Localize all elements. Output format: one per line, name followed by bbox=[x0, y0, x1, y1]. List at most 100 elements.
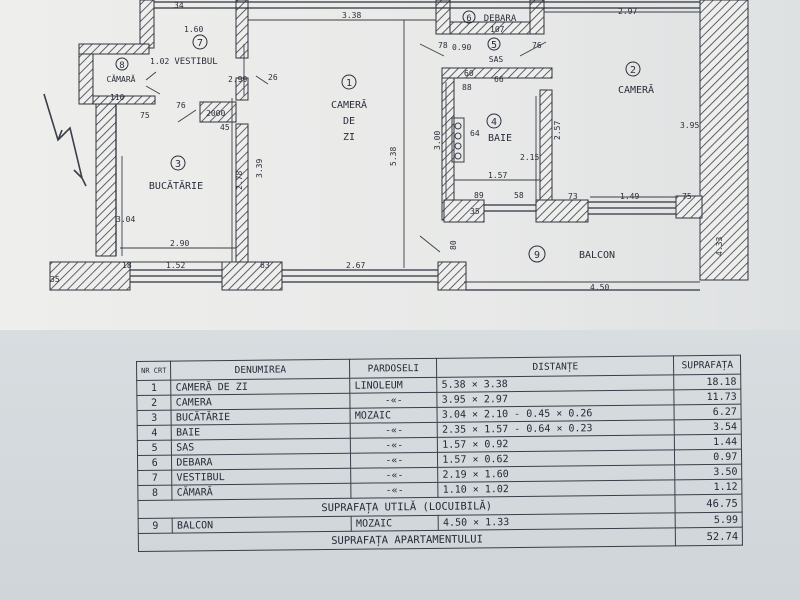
row-floor: -«- bbox=[350, 452, 438, 469]
room-3-name: BUCĂTĂRIE bbox=[149, 179, 203, 192]
wall-balcony-left bbox=[437, 261, 467, 291]
dim-sas-88: 88 bbox=[462, 83, 472, 92]
room-1-number: 1 bbox=[346, 78, 352, 89]
dim-vest-45: 45 bbox=[220, 123, 230, 132]
wall-debara-bottom bbox=[449, 21, 531, 35]
room-4-name: BAIE bbox=[488, 133, 512, 144]
dim-cz-width: 3.38 bbox=[342, 11, 361, 20]
dim-buc-339: 3.39 bbox=[255, 159, 264, 178]
row-nr: 6 bbox=[137, 455, 172, 471]
dim-cz-538: 5.38 bbox=[389, 147, 398, 166]
dimension-labels: 1.60 34 3.38 2.97 2.99 26 76 45 2000 110… bbox=[50, 1, 724, 292]
row-area: 18.18 bbox=[673, 374, 742, 390]
row-area: 5.99 bbox=[675, 512, 743, 528]
dim-cam2-395: 3.95 bbox=[680, 121, 699, 130]
wall-debara-right bbox=[529, 0, 545, 35]
dim-baie-257: 2.57 bbox=[553, 121, 562, 140]
dim-baie-300: 3.00 bbox=[433, 131, 442, 150]
col-header-nr: NR CRT bbox=[136, 361, 171, 381]
row-nr: 3 bbox=[137, 410, 172, 426]
door-swings bbox=[145, 41, 547, 253]
dim-cam-75: 75 bbox=[140, 111, 150, 120]
room-8-number: 8 bbox=[119, 61, 124, 71]
dim-buc-290: 2.90 bbox=[170, 239, 189, 248]
row-floor: MOZAIC bbox=[351, 515, 439, 532]
dim-buc-152: 1.52 bbox=[166, 261, 185, 270]
dim-radiator: 2000 bbox=[206, 109, 225, 118]
plan-lines bbox=[115, 1, 700, 291]
bath-fixture-icon bbox=[451, 117, 465, 163]
wall-bottom-mid bbox=[221, 261, 283, 291]
dim-cam-110: 110 bbox=[110, 93, 125, 102]
dim-baie-64: 64 bbox=[470, 129, 480, 138]
wall-kitchen-right bbox=[235, 123, 249, 263]
dim-sas-107: 107 bbox=[490, 25, 505, 34]
row-nr: 5 bbox=[137, 440, 172, 456]
room-1-name-l3: ZI bbox=[343, 132, 355, 143]
interior-walls bbox=[199, 67, 703, 263]
row-nr: 2 bbox=[136, 395, 172, 411]
col-header-area: SUPRAFAȚA bbox=[673, 355, 741, 375]
row-area: 11.73 bbox=[674, 389, 742, 405]
dim-bal-450: 4.50 bbox=[590, 283, 609, 292]
dim-baie-35: 35 bbox=[470, 207, 480, 216]
row-floor: -«- bbox=[350, 422, 438, 439]
row-floor: -«- bbox=[350, 392, 438, 409]
dim-buc-278: 2.78 bbox=[235, 171, 244, 190]
dimension-lines bbox=[120, 11, 701, 283]
room-5-number: 5 bbox=[491, 40, 497, 51]
dim-baie-58: 58 bbox=[514, 191, 524, 200]
wall-pantry-top bbox=[78, 43, 150, 55]
area-table-sheet bbox=[0, 330, 800, 600]
dim-sas-60: 60 bbox=[464, 69, 474, 78]
floor-plan-sheet bbox=[0, 0, 800, 330]
row-floor: LINOLEUM bbox=[349, 377, 438, 394]
exterior-walls bbox=[49, 0, 749, 291]
dim-baie-215: 2.15 bbox=[520, 153, 539, 162]
room-8-name: CĂMARĂ bbox=[107, 73, 136, 84]
row-area: 1.12 bbox=[675, 479, 743, 495]
row-floor: -«- bbox=[351, 482, 439, 499]
wall-bath-right bbox=[539, 89, 553, 203]
dim-buc-18: 18 bbox=[122, 261, 132, 270]
row-area: 6.27 bbox=[674, 404, 742, 420]
dim-top-left-small: 1.60 bbox=[184, 25, 203, 34]
room-2-name: CAMERĂ bbox=[618, 83, 654, 96]
row-nr: 8 bbox=[137, 485, 173, 501]
useful-area-value: 46.75 bbox=[675, 494, 743, 513]
area-table: NR CRT DENUMIREA PARDOSELI DISTANȚE SUPR… bbox=[136, 355, 743, 552]
room-2-number: 2 bbox=[630, 65, 636, 76]
row-area: 3.54 bbox=[674, 419, 742, 435]
dim-sas-78: 78 bbox=[438, 41, 448, 50]
dim-sas-090: 0.90 bbox=[452, 43, 471, 52]
room-1-name-l1: CAMERĂ bbox=[331, 98, 367, 111]
dim-buc-63: 63 bbox=[260, 261, 270, 270]
room-9-number: 9 bbox=[534, 250, 540, 261]
row-floor: MOZAIC bbox=[350, 407, 438, 424]
dim-vest-299: 2.99 bbox=[228, 75, 247, 84]
dim-cz-267: 2.67 bbox=[346, 261, 365, 270]
col-header-floor: PARDOSELI bbox=[349, 358, 437, 379]
wall-bottom-left bbox=[49, 261, 131, 291]
wall-radiator-box bbox=[199, 101, 237, 123]
row-floor: -«- bbox=[350, 437, 438, 454]
room-7-number: 7 bbox=[197, 38, 203, 49]
wall-top-vestibul bbox=[139, 0, 155, 49]
row-floor: -«- bbox=[350, 467, 439, 484]
col-header-name: DENUMIREA bbox=[170, 359, 350, 381]
wall-vestibul-right bbox=[235, 0, 249, 59]
dim-cam2-width: 2.97 bbox=[618, 7, 637, 16]
dim-top-left-34: 34 bbox=[174, 1, 184, 10]
north-arrow-icon bbox=[43, 93, 87, 187]
row-area: 3.50 bbox=[674, 464, 743, 480]
dim-cam-102: 1.02 bbox=[150, 57, 169, 66]
wall-room2-bottom bbox=[675, 195, 703, 219]
wall-vest-right-mid bbox=[235, 77, 249, 101]
row-nr: 9 bbox=[138, 518, 173, 534]
row-nr: 7 bbox=[137, 470, 173, 486]
room-7-name: VESTIBUL bbox=[174, 57, 217, 67]
dim-vest-26: 26 bbox=[268, 73, 278, 82]
dim-sas-66: 66 bbox=[494, 75, 504, 84]
wall-bath-bottom-2 bbox=[535, 199, 589, 223]
